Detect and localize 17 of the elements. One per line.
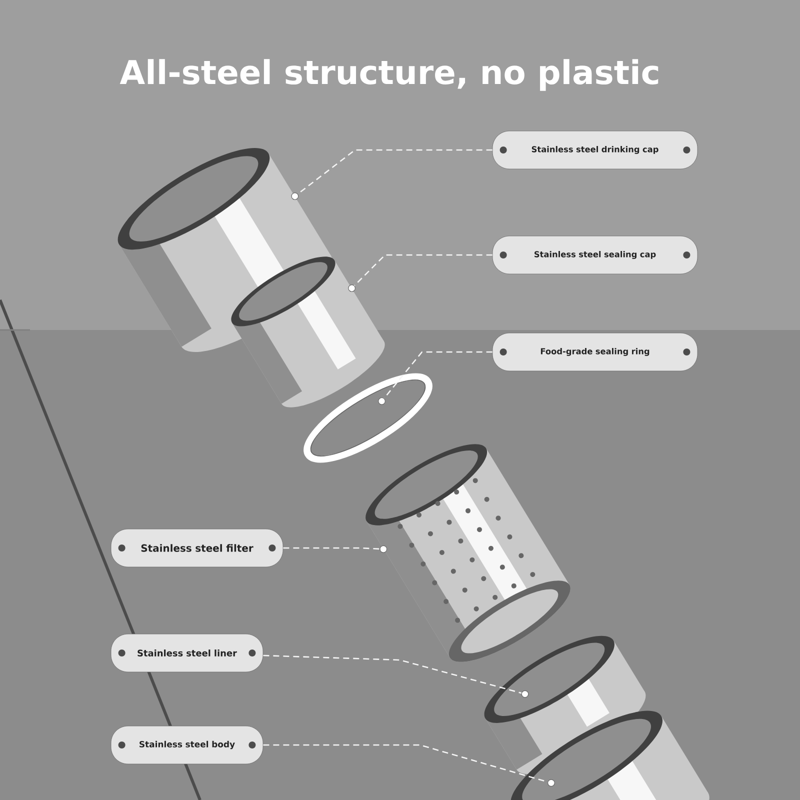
label-plate: Food-grade sealing ring (492, 332, 698, 372)
label-plate: Stainless steel filter (110, 528, 284, 568)
cap-drawing (231, 256, 385, 408)
leader-line (263, 744, 555, 787)
leader-line (291, 149, 492, 200)
title: All-steel structure, no plastic (120, 59, 658, 91)
label-plate: Stainless steel sealing cap (492, 236, 698, 274)
label-plate: Stainless steel drinking cap (492, 130, 698, 170)
filter-drawing (366, 444, 570, 662)
label-plate: Stainless steel body (110, 726, 264, 764)
leader-line (283, 545, 388, 553)
ring-drawing (304, 373, 432, 463)
leader-line (378, 351, 492, 405)
bottle-drawing (510, 710, 710, 800)
leader-line (263, 654, 529, 698)
label-plate: Stainless steel liner (110, 634, 264, 672)
leader-line (348, 254, 492, 292)
